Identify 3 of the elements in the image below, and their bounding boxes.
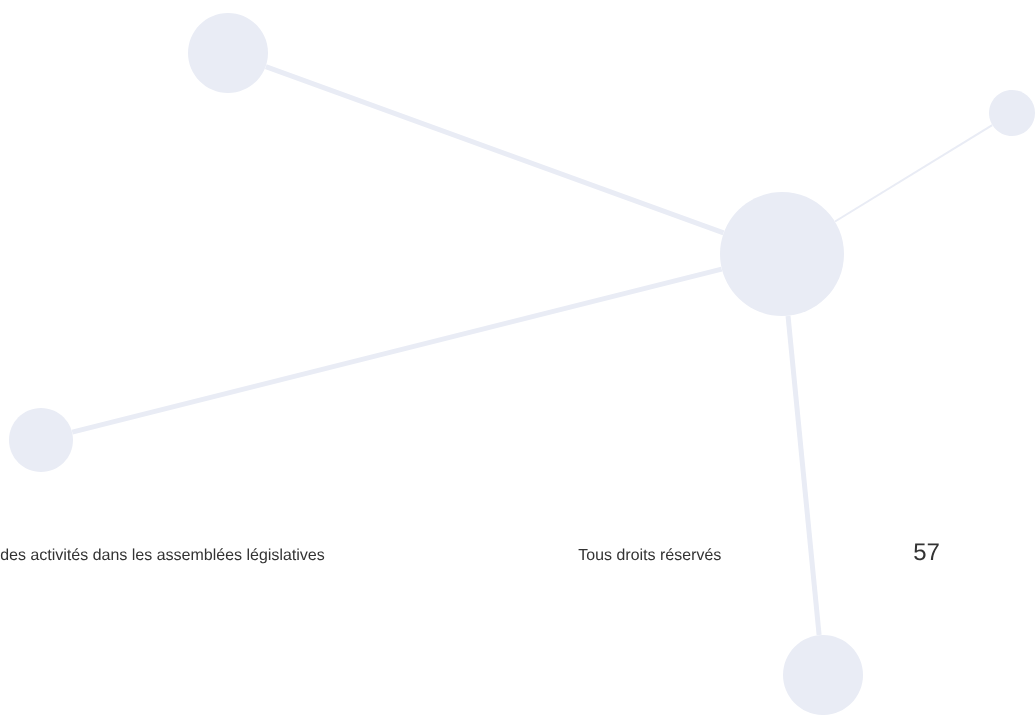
page-number: 57 [914,543,939,561]
footer-text: des activités dans les assemblées législatives [0,548,325,564]
footer-text: Tous droits réservés [578,548,721,561]
